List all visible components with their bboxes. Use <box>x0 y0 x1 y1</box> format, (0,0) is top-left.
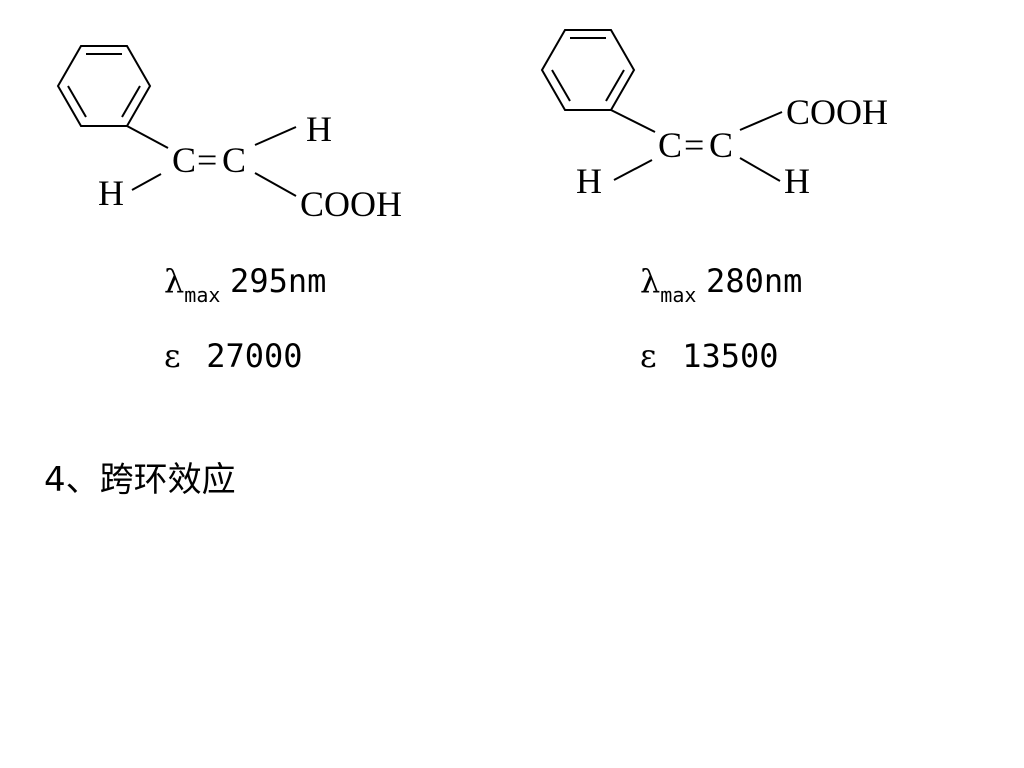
lambda-symbol: λ <box>164 262 185 300</box>
hydrogen-right-right: H <box>784 161 810 201</box>
benzene-inner-bonds-left <box>67 53 141 118</box>
hydrogen-left-left: H <box>98 173 124 213</box>
carbon-2-left: C <box>222 140 246 180</box>
benzene-ring-right <box>540 29 636 111</box>
lambda-subscript: max <box>184 283 221 307</box>
lambda-value: 295nm <box>230 262 327 300</box>
double-bond-right: = <box>684 125 704 165</box>
carbon-1-right: C <box>658 125 682 165</box>
carbon-2-right: C <box>709 125 733 165</box>
cooh-group-right: COOH <box>786 92 888 132</box>
epsilon-value: 27000 <box>206 337 303 375</box>
benzene-ring-left <box>56 45 152 127</box>
cooh-group-left: COOH <box>300 184 402 224</box>
hydrogen-right-left: H <box>306 109 332 149</box>
bonds-right <box>610 109 783 182</box>
epsilon-symbol: ε <box>640 337 657 375</box>
epsilon-right: ε 13500 <box>640 337 779 375</box>
lambda-max-right: λmax 280nm <box>640 262 803 307</box>
lambda-value: 280nm <box>706 262 803 300</box>
section-heading: 4、跨环效应 <box>44 460 236 500</box>
double-bond-left: = <box>197 140 217 180</box>
bonds-left <box>126 125 297 197</box>
lambda-subscript: max <box>660 283 697 307</box>
lambda-max-left: λmax 295nm <box>164 262 327 307</box>
epsilon-value: 13500 <box>682 337 779 375</box>
benzene-inner-bonds-right <box>551 37 625 102</box>
epsilon-symbol: ε <box>164 337 181 375</box>
carbon-1-left: C <box>172 140 196 180</box>
epsilon-left: ε 27000 <box>164 337 303 375</box>
structures-diagram: C = C H H COOH C = C H H COOH <box>56 29 888 224</box>
lambda-symbol: λ <box>640 262 661 300</box>
hydrogen-left-right: H <box>576 161 602 201</box>
